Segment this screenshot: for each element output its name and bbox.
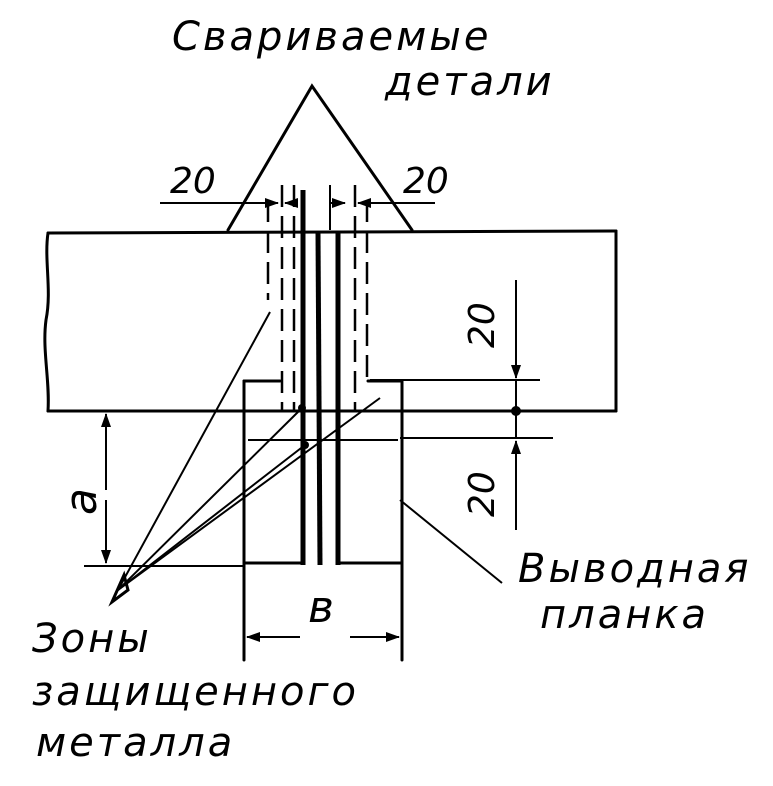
welded-part-triangle <box>226 83 414 232</box>
label-welded-parts: Свариваемые детали <box>172 14 555 105</box>
protected-zone-dashed-lines <box>266 185 369 410</box>
top-left-dimension: 20 <box>170 161 216 202</box>
label-protected-zones: Зоны защищенного металла <box>32 616 359 766</box>
right-upper-dimension: 20 <box>462 302 503 348</box>
label-protected-zones-line1: Зоны <box>32 616 152 662</box>
width-dimension-b: в <box>246 582 400 642</box>
top-right-dimension: 20 <box>403 161 449 202</box>
width-symbol: в <box>308 582 334 633</box>
right-lower-dimension: 20 <box>462 471 503 517</box>
label-protected-zones-line2: защищенного <box>32 669 359 715</box>
weld-seam <box>300 185 341 566</box>
label-run-off-tab-line2: планка <box>540 592 709 638</box>
top-dimensions: 20 20 <box>160 161 449 208</box>
label-run-off-tab: Выводная планка <box>518 546 751 638</box>
label-welded-parts-line2: детали <box>384 59 555 105</box>
main-plate <box>43 229 618 413</box>
label-welded-parts-line1: Свариваемые <box>172 14 491 60</box>
protected-zone-leaders <box>108 311 381 607</box>
label-protected-zones-line3: металла <box>36 720 235 766</box>
run-off-tab-leader <box>399 499 503 584</box>
height-dimension-a: a <box>56 413 244 567</box>
right-dimensions: 20 20 <box>370 280 553 530</box>
height-symbol: a <box>56 488 107 515</box>
label-run-off-tab-line1: Выводная <box>518 546 751 592</box>
